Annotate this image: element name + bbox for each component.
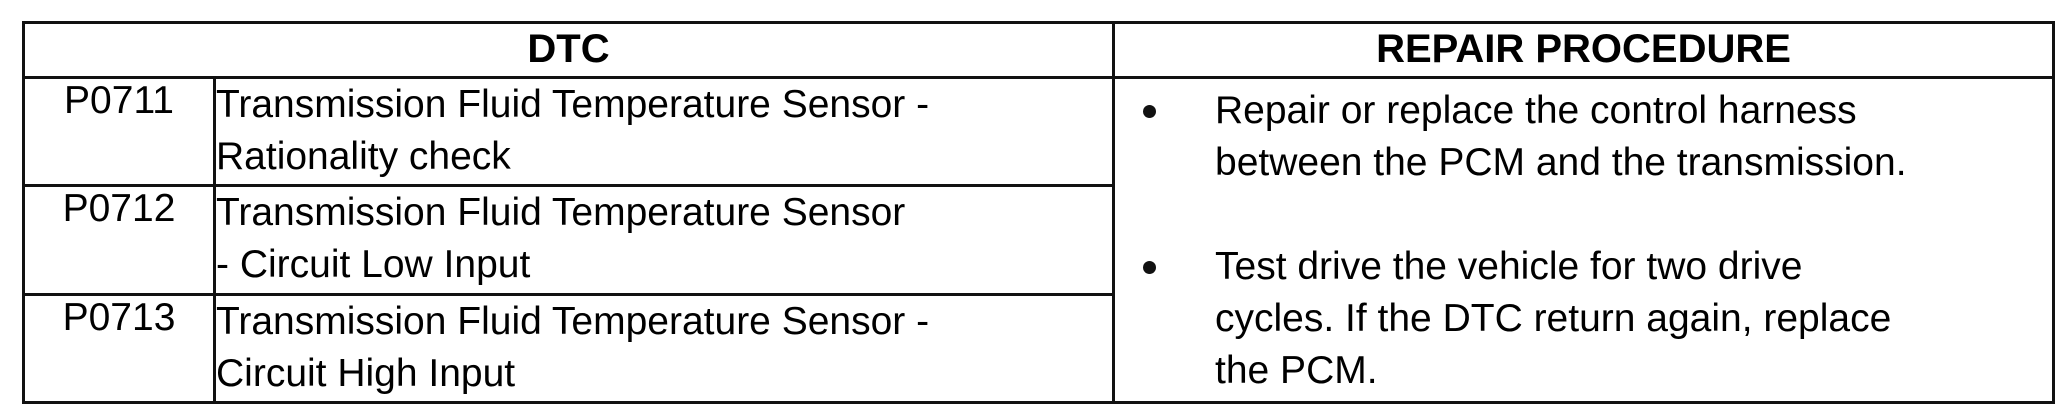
repair-procedure-cell: Repair or replace the control harness be… <box>1112 76 2055 404</box>
bullet-icon <box>1143 105 1156 118</box>
description-line: Transmission Fluid Temperature Sensor - <box>216 83 930 126</box>
description-line: - Circuit Low Input <box>216 243 531 287</box>
table-row: P0712 Transmission Fluid Temperature Sen… <box>22 184 2054 296</box>
bullet-line: Test drive the vehicle for two drive <box>1215 245 1803 288</box>
bullet-line: Repair or replace the control harness <box>1215 89 1857 132</box>
description-line: Transmission Fluid Temperature Sensor <box>216 191 906 235</box>
dtc-description-p0713: Transmission Fluid Temperature Sensor - … <box>213 292 1115 405</box>
dtc-description-p0712: Transmission Fluid Temperature Sensor - … <box>213 184 1115 296</box>
dtc-repair-table: DTC REPAIR PROCEDURE P0711 Transmission … <box>22 21 2055 405</box>
bullet-icon <box>1143 261 1156 274</box>
repair-procedure-list: Repair or replace the control harness be… <box>1115 79 2052 401</box>
description-line: Rationality check <box>216 135 511 178</box>
dtc-code-p0711: P0711 <box>22 75 216 188</box>
table-row: P0713 Transmission Fluid Temperature Sen… <box>22 292 2054 405</box>
list-item: Test drive the vehicle for two drive cyc… <box>1115 241 2042 397</box>
column-header-dtc: DTC <box>22 21 1115 79</box>
column-header-repair-procedure: REPAIR PROCEDURE <box>1112 21 2055 79</box>
header-row: DTC REPAIR PROCEDURE <box>22 21 2055 79</box>
bullet-line: between the PCM and the transmission. <box>1215 141 1907 184</box>
description-line: Transmission Fluid Temperature Sensor - <box>216 299 930 343</box>
list-item: Repair or replace the control harness be… <box>1115 85 2042 189</box>
table-row: P0711 Transmission Fluid Temperature Sen… <box>22 75 2055 404</box>
table-body: P0711 Transmission Fluid Temperature Sen… <box>22 75 2055 405</box>
dtc-code-p0712: P0712 <box>22 184 216 296</box>
bullet-line: cycles. If the DTC return again, replace <box>1215 297 1892 340</box>
description-line: Circuit High Input <box>216 351 516 395</box>
dtc-code-p0713: P0713 <box>22 292 216 405</box>
table-header: DTC REPAIR PROCEDURE <box>22 21 2055 79</box>
dtc-description-p0711: Transmission Fluid Temperature Sensor - … <box>213 75 1115 188</box>
bullet-line: the PCM. <box>1215 349 1378 392</box>
